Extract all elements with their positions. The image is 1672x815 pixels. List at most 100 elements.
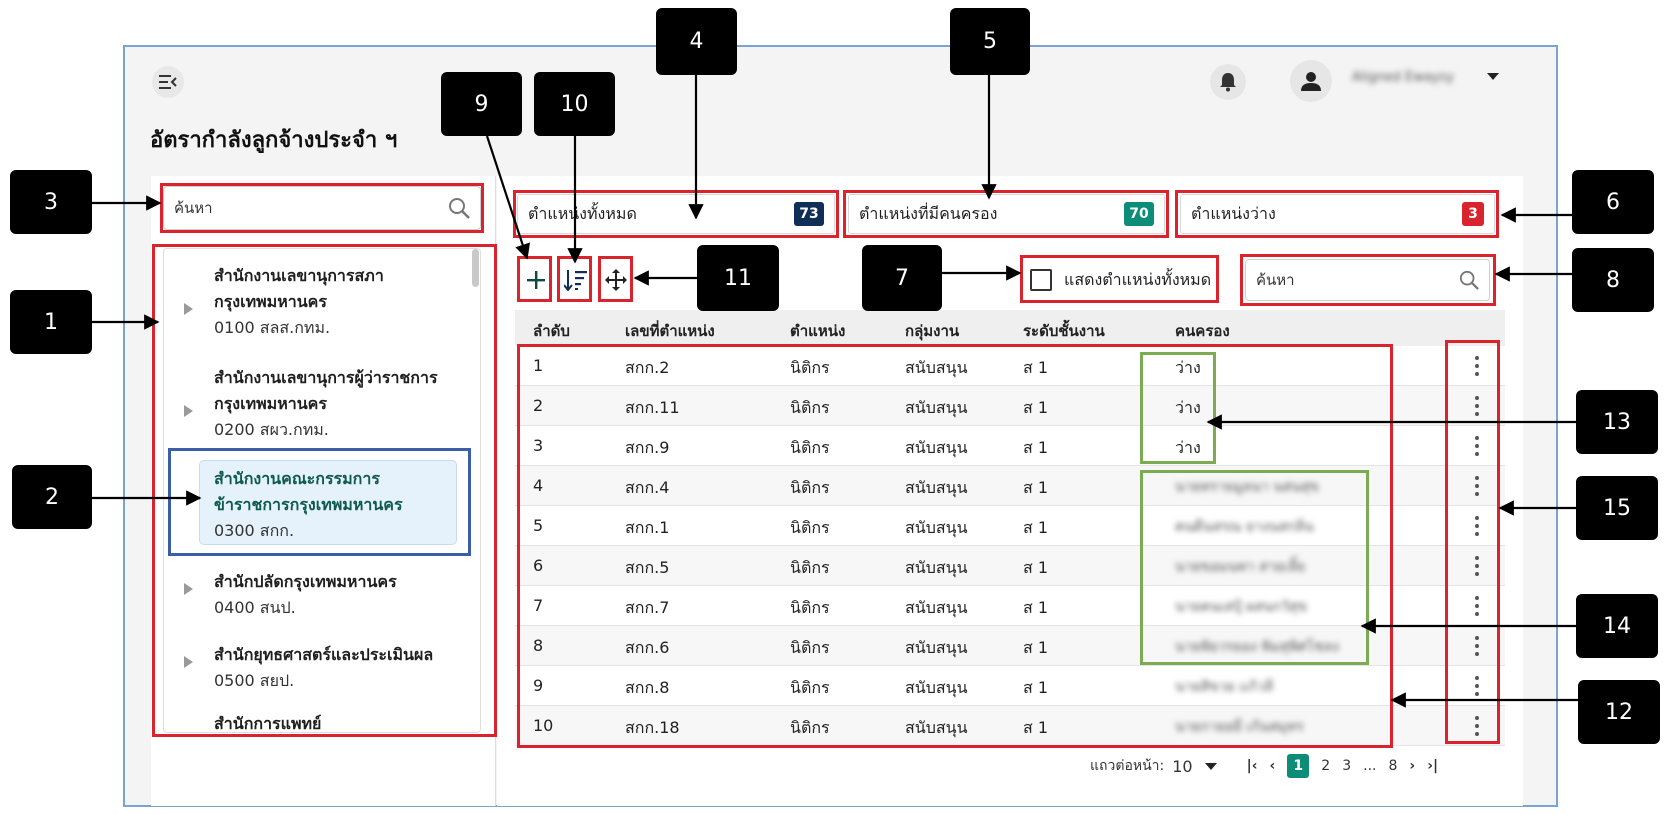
row-more-actions-icon[interactable]	[1469, 356, 1485, 376]
table-header: ลำดับ เลขที่ตำแหน่ง ตำแหน่ง กลุ่มงาน ระด…	[515, 310, 1505, 346]
cell-order: 9	[533, 676, 544, 695]
cell-order: 8	[533, 636, 544, 655]
cell-order: 5	[533, 516, 544, 535]
th-work-group[interactable]: กลุ่มงาน	[905, 322, 960, 340]
avatar[interactable]	[1290, 60, 1332, 102]
pagination: แถวต่อหน้า: 10 |‹ ‹ 1 2 3 ... 8 › ›|	[1090, 752, 1438, 780]
cell-position: นิติกร	[790, 598, 830, 617]
cell-position: นิติกร	[790, 718, 830, 737]
callout-8: 8	[1572, 248, 1654, 312]
cell-work-group: สนับสนุน	[905, 478, 968, 497]
org-search-input[interactable]: ค้นหา	[163, 186, 481, 230]
cell-level: ส 1	[1023, 478, 1049, 497]
user-menu-chevron-down-icon[interactable]	[1487, 73, 1499, 80]
th-level[interactable]: ระดับชั้นงาน	[1023, 322, 1105, 340]
search-icon[interactable]	[1459, 270, 1479, 290]
cell-work-group: สนับสนุน	[905, 438, 968, 457]
sort-button[interactable]	[560, 262, 592, 298]
first-page-icon[interactable]: |‹	[1246, 758, 1258, 774]
rows-per-page-select[interactable]: 10	[1172, 756, 1193, 776]
th-position-number[interactable]: เลขที่ตำแหน่ง	[625, 322, 715, 340]
page-2-button[interactable]: 2	[1321, 758, 1331, 774]
callout-1: 1	[10, 290, 92, 354]
prev-page-icon[interactable]: ‹	[1269, 758, 1276, 774]
row-more-actions-icon[interactable]	[1469, 476, 1485, 496]
search-icon[interactable]	[448, 197, 470, 219]
cell-level: ส 1	[1023, 558, 1049, 577]
cell-order: 10	[533, 716, 554, 735]
cell-holder: นายคนเสปุ้ ผสนกวัสุข	[1175, 599, 1308, 615]
row-more-actions-icon[interactable]	[1469, 636, 1485, 656]
callout-13: 13	[1576, 390, 1658, 454]
row-more-actions-icon[interactable]	[1469, 436, 1485, 456]
page-3-button[interactable]: 3	[1342, 758, 1352, 774]
cell-work-group: สนับสนุน	[905, 398, 968, 417]
show-all-toggle[interactable]: แสดงตำแหน่งทั้งหมด	[1030, 264, 1211, 296]
page-1-button[interactable]: 1	[1287, 754, 1310, 778]
next-page-icon[interactable]: ›	[1409, 758, 1416, 774]
cell-position-number: สกก.8	[625, 678, 670, 697]
cell-holder: นายขอมนทา สายเลิ้ย	[1175, 559, 1306, 575]
tree-scrollbar[interactable]	[472, 249, 479, 287]
row-more-actions-icon[interactable]	[1469, 516, 1485, 536]
cell-order: 1	[533, 356, 544, 375]
expand-arrow-icon[interactable]	[184, 656, 193, 668]
callout-10: 10	[534, 72, 615, 136]
cell-level: ส 1	[1023, 438, 1049, 457]
cell-order: 7	[533, 596, 544, 615]
page-8-button[interactable]: 8	[1388, 758, 1398, 774]
cell-level: ส 1	[1023, 678, 1049, 697]
table-search-input[interactable]: ค้นหา	[1245, 259, 1490, 301]
add-position-button[interactable]	[520, 262, 552, 298]
cell-position-number: สกก.11	[625, 398, 680, 417]
cell-order: 4	[533, 476, 544, 495]
callout-12: 12	[1578, 680, 1660, 744]
row-more-actions-icon[interactable]	[1469, 556, 1485, 576]
move-button[interactable]	[600, 262, 632, 298]
stat-vacant-badge: 3	[1462, 202, 1484, 226]
cell-work-group: สนับสนุน	[905, 638, 968, 657]
row-more-actions-icon[interactable]	[1469, 396, 1485, 416]
cell-order: 2	[533, 396, 544, 415]
menu-collapse-icon	[159, 75, 177, 89]
show-all-checkbox[interactable]	[1030, 269, 1052, 291]
callout-5: 5	[950, 8, 1030, 75]
row-more-actions-icon[interactable]	[1469, 596, 1485, 616]
expand-arrow-icon[interactable]	[184, 303, 193, 315]
th-order[interactable]: ลำดับ	[533, 322, 570, 340]
expand-arrow-icon[interactable]	[184, 405, 193, 417]
cell-level: ส 1	[1023, 358, 1049, 377]
username[interactable]: Aligned Ewaysy	[1352, 70, 1454, 85]
last-page-icon[interactable]: ›|	[1427, 758, 1439, 774]
callout-2: 2	[12, 465, 92, 529]
cell-work-group: สนับสนุน	[905, 678, 968, 697]
row-more-actions-icon[interactable]	[1469, 676, 1485, 696]
cell-level: ส 1	[1023, 638, 1049, 657]
tree-item-selected[interactable]	[199, 460, 457, 545]
org-search-placeholder: ค้นหา	[174, 199, 213, 217]
cell-work-group: สนับสนุน	[905, 598, 968, 617]
cell-level: ส 1	[1023, 718, 1049, 737]
cell-holder: นายสิขวย แก้วลี	[1175, 679, 1274, 695]
cell-position: นิติกร	[790, 518, 830, 537]
rows-per-page-chevron-down-icon[interactable]	[1204, 762, 1217, 770]
notification-button[interactable]	[1210, 64, 1246, 100]
sidebar-toggle-button[interactable]	[152, 66, 184, 98]
page-ellipsis: ...	[1363, 758, 1377, 774]
th-holder[interactable]: คนครอง	[1175, 322, 1230, 340]
row-more-actions-icon[interactable]	[1469, 716, 1485, 736]
rows-per-page-label: แถวต่อหน้า:	[1090, 758, 1165, 774]
callout-4: 4	[656, 8, 737, 75]
expand-arrow-icon[interactable]	[184, 583, 193, 595]
th-position[interactable]: ตำแหน่ง	[790, 322, 846, 340]
